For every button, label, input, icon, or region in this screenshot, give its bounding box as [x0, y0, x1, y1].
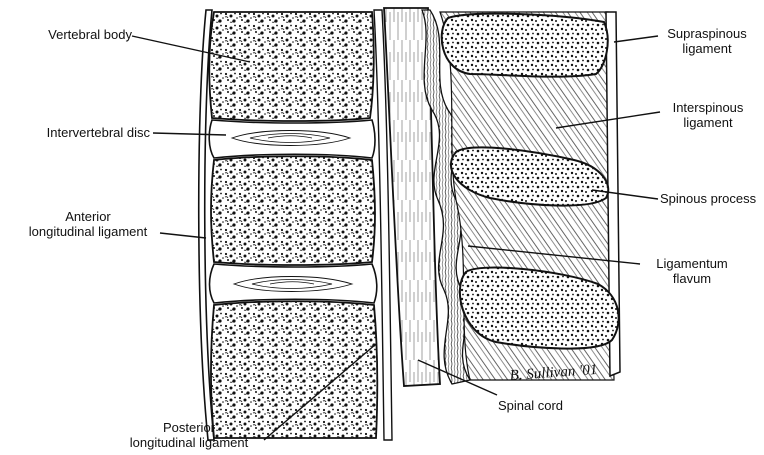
label-anterior-longitudinal-ligament: Anterior longitudinal ligament — [16, 209, 160, 239]
label-posterior-longitudinal-ligament: Posterior longitudinal ligament — [114, 420, 264, 450]
label-interspinous-ligament: Interspinous ligament — [660, 100, 756, 130]
vertebral-bodies — [209, 12, 377, 438]
spinous-process-1 — [442, 14, 608, 77]
label-ligamentum-flavum: Ligamentum flavum — [644, 256, 740, 286]
spinous-processes — [442, 14, 619, 349]
label-supraspinous-ligament: Supraspinous ligament — [658, 26, 756, 56]
vertebral-body-1 — [209, 12, 374, 121]
label-vertebral-body: Vertebral body — [24, 27, 132, 42]
label-spinal-cord: Spinal cord — [498, 398, 588, 413]
label-intervertebral-disc: Intervertebral disc — [14, 125, 150, 140]
leader-supraspinous-ligament — [614, 36, 658, 42]
label-spinous-process: Spinous process — [660, 191, 764, 206]
vertebral-body-3 — [211, 301, 377, 438]
vertebral-body-2 — [211, 156, 375, 265]
